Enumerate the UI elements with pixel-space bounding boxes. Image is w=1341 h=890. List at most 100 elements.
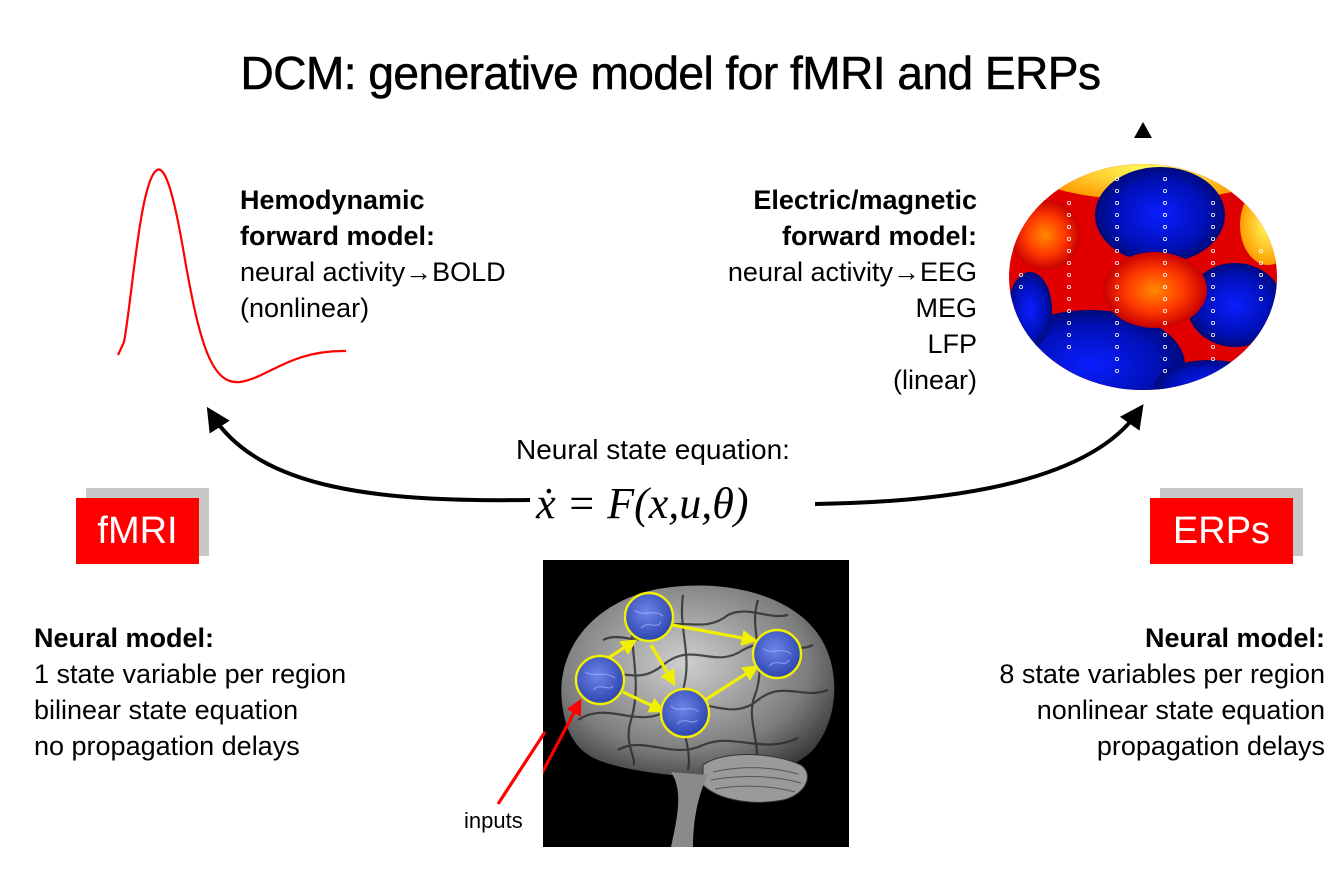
electrode-dot [1067,308,1072,313]
region-d [751,628,803,680]
neural-model-fmri: Neural model: 1 state variable per regio… [34,620,346,764]
neural-state-equation: ẋ = F(x,u,θ) [536,479,749,528]
page-title: DCM: generative model for fMRI and ERPs [240,47,1101,100]
neural-model-erp-heading: Neural model: [1144,623,1325,653]
electrode-dot [1067,344,1072,349]
connection-c-d [704,665,760,702]
electrode-dot [1211,224,1216,229]
neural-model-fmri-line1: 1 state variable per region [34,659,347,689]
electrode-dot [1259,248,1264,253]
electric-heading-line1: Electric/magnetic [753,185,977,215]
hemodynamic-line3: neural activity→BOLD [240,257,506,287]
electrode-dot [1067,272,1072,277]
electrode-dot [1211,284,1216,289]
region-b [623,591,675,643]
electrode-dot [1067,260,1072,265]
electrode-dot [1067,236,1072,241]
electric-line5: LFP [927,329,977,359]
region-c [659,687,711,739]
cerebellum [702,754,808,803]
region-a [574,654,626,706]
arrow-to-fmri [206,406,531,503]
electrode-dot [1211,320,1216,325]
brainstem [671,772,708,847]
neural-model-fmri-line2: bilinear state equation [34,695,299,725]
hemodynamic-heading-line1: Hemodynamic [240,185,425,215]
electrode-dot [1115,356,1120,361]
arrow-to-erps [814,404,1144,506]
connection-b-d [666,622,758,646]
electrode-dot [1115,320,1120,325]
electrode-dot [1067,200,1072,205]
connection-b-c [649,644,676,687]
electrode-dot [1067,296,1072,301]
neural-model-erp-line3: propagation delays [1096,731,1325,761]
electrode-dot [1115,176,1120,181]
electrode-dot [1115,260,1120,265]
electrode-dot [1259,260,1264,265]
electrode-dot [1115,344,1120,349]
electrode-dot [1259,272,1264,277]
electrode-dot [1163,308,1168,313]
electrode-dot [1163,248,1168,253]
electrode-dot [1163,320,1168,325]
electrode-dot [1163,200,1168,205]
inputs-label: inputs [464,808,523,833]
hemodynamic-model-text: Hemodynamic forward model: neural activi… [240,182,506,326]
bold-response-curve [117,168,347,384]
neural-model-erp: Neural model: 8 state variables per regi… [999,620,1325,764]
electrode-dot [1163,188,1168,193]
electrode-dot [1259,296,1264,301]
electrode-dot [1067,320,1072,325]
erps-tag: ERPs [1150,498,1293,564]
electrode-dot [1115,236,1120,241]
electrode-dot [1115,248,1120,253]
electrode-dot [1019,284,1024,289]
electrode-dot [1211,272,1216,277]
electrode-dot [1067,224,1072,229]
electrode-dot [1163,356,1168,361]
electrode-dot [1211,200,1216,205]
electrode-dot [1115,296,1120,301]
neural-model-erp-line1: 8 state variables per region [999,659,1325,689]
electrode-dot [1211,308,1216,313]
neural-model-fmri-heading: Neural model: [34,623,215,653]
electrode-dot [1211,296,1216,301]
electrode-dot [1067,212,1072,217]
electric-line3: neural activity→EEG [727,257,977,287]
scalp-topography-map [1009,122,1277,390]
electrode-dot [1163,176,1168,181]
electrode-dot [1115,188,1120,193]
electrode-dot [1163,272,1168,277]
brain-image [543,560,849,847]
electrode-dot [1115,284,1120,289]
electrode-dot [1163,368,1168,373]
electrode-dot [1259,284,1264,289]
electric-model-text: Electric/magnetic forward model: neural … [728,182,977,398]
neural-model-erp-line2: nonlinear state equation [1036,695,1325,725]
electrode-dot [1163,260,1168,265]
electrode-dot [1211,248,1216,253]
connection-a-c [622,690,666,713]
electrode-dot [1115,224,1120,229]
hemodynamic-line4: (nonlinear) [240,293,370,323]
nose-marker-icon [1134,122,1152,138]
electric-line6: (linear) [892,365,977,395]
neural-state-equation-label: Neural state equation: [516,434,790,465]
electrode-dot [1067,332,1072,337]
electrode-dot [1211,260,1216,265]
neural-model-fmri-line3: no propagation delays [34,731,300,761]
electrode-dot [1067,284,1072,289]
electrode-dot [1163,284,1168,289]
electric-line4: MEG [915,293,977,323]
electrode-dot [1211,356,1216,361]
electrode-dot [1115,308,1120,313]
electrode-dot [1163,236,1168,241]
electrode-dot [1115,272,1120,277]
electrode-dot [1019,272,1024,277]
electrode-dot [1211,332,1216,337]
fmri-tag: fMRI [76,498,199,564]
brain-network-graphic [543,585,835,847]
electrode-dot [1067,248,1072,253]
electrode-dot [1163,344,1168,349]
